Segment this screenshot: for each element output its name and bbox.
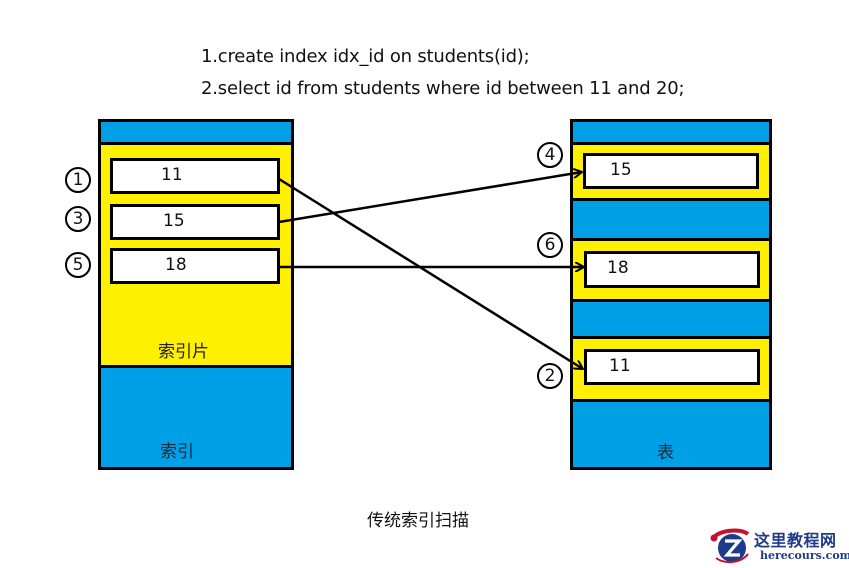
index-entry-value: 15 <box>163 211 185 231</box>
table-row-value: 18 <box>607 258 629 278</box>
index-entry-15: 15 <box>110 204 280 240</box>
index-entry-11: 11 <box>110 158 280 194</box>
table-row-value: 11 <box>609 356 631 376</box>
leaf-page-label: 索引片 <box>158 342 209 362</box>
step-4-badge: 4 <box>537 142 563 168</box>
arrow-11-to-table <box>278 177 583 369</box>
watermark-name: 这里教程网 <box>754 531 837 550</box>
index-entry-value: 18 <box>165 255 187 275</box>
step-3-badge: 3 <box>65 206 91 232</box>
table-row-18: 18 <box>584 251 760 288</box>
table-label: 表 <box>657 443 674 463</box>
step-1-badge: 1 <box>65 167 91 193</box>
step-6-badge: 6 <box>537 232 563 258</box>
watermark-url: herecours.com <box>760 549 849 562</box>
diagram-caption: 传统索引扫描 <box>367 511 469 531</box>
table-row-value: 15 <box>610 160 632 180</box>
arrow-15-to-table <box>278 172 582 224</box>
index-entry-value: 11 <box>161 165 183 185</box>
sql-select-query: 2.select id from students where id betwe… <box>201 78 685 99</box>
index-label: 索引 <box>160 442 194 462</box>
sql-create-index: 1.create index idx_id on students(id); <box>201 46 530 67</box>
table-row-15: 15 <box>583 153 759 189</box>
table-row-11: 11 <box>584 349 760 385</box>
step-2-badge: 2 <box>537 363 563 389</box>
step-5-badge: 5 <box>65 252 91 278</box>
logo-z-icon <box>710 528 750 564</box>
watermark-logo: 这里教程网 herecours.com <box>702 524 849 568</box>
index-entry-18: 18 <box>110 248 280 284</box>
